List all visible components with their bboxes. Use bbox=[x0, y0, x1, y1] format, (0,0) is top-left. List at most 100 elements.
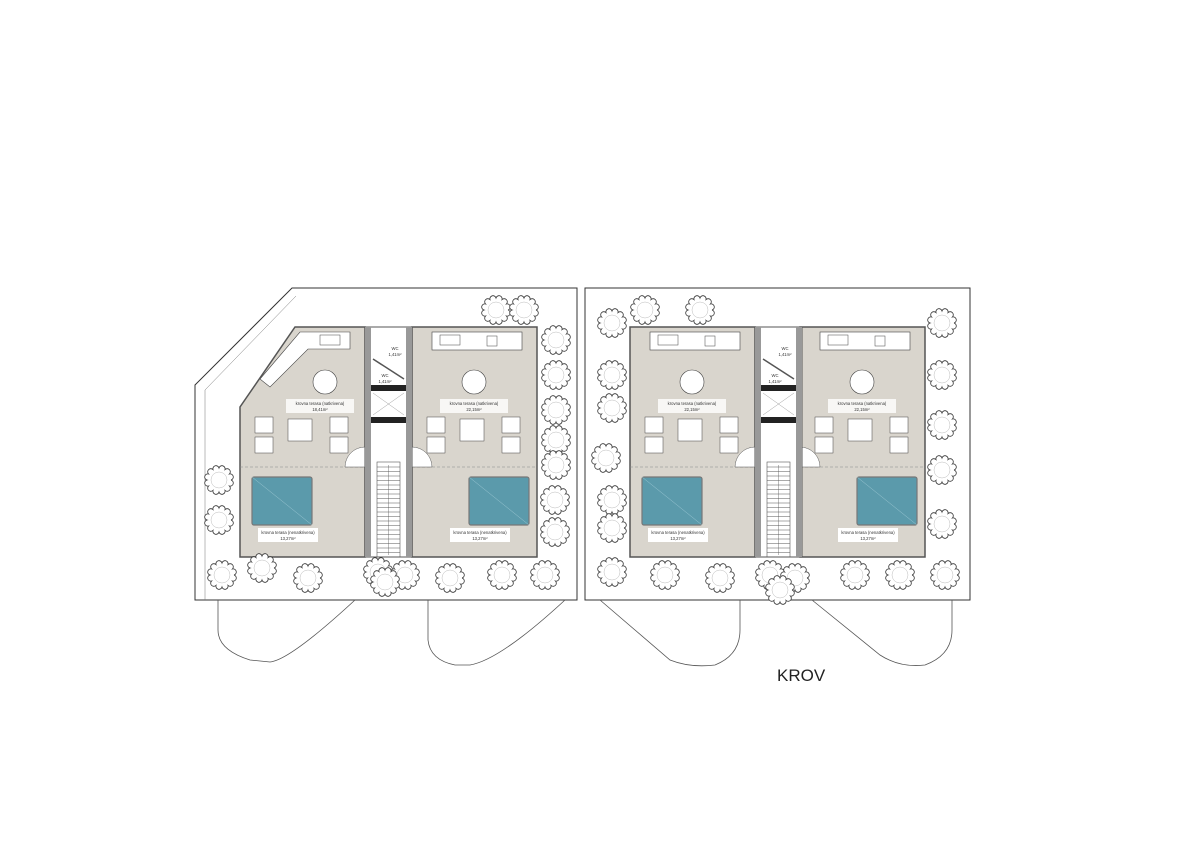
open-terrace-area: 13,27m² bbox=[472, 536, 488, 541]
lounger bbox=[719, 436, 739, 454]
door bbox=[411, 446, 433, 468]
wc-label: WC bbox=[392, 346, 399, 351]
tree-icon bbox=[927, 360, 957, 390]
trees bbox=[204, 295, 960, 605]
wc-label: WC bbox=[382, 373, 389, 378]
tree-icon bbox=[597, 513, 627, 543]
tree-icon bbox=[591, 443, 621, 473]
round-table bbox=[461, 369, 487, 395]
wc-label: WC bbox=[772, 373, 779, 378]
tree-icon bbox=[930, 560, 960, 590]
roof-terrace-unit: krovna terasa (natkrivena)22,15m²krovna … bbox=[411, 326, 538, 558]
tree-icon bbox=[705, 563, 735, 593]
tree-icon bbox=[597, 485, 627, 515]
tree-icon bbox=[885, 560, 915, 590]
tree-icon bbox=[927, 308, 957, 338]
tree-icon bbox=[435, 563, 465, 593]
tree-icon bbox=[927, 455, 957, 485]
lounger bbox=[644, 416, 664, 434]
grill-icon bbox=[319, 334, 341, 346]
lounger bbox=[814, 436, 834, 454]
roof-terrace-unit: krovna terasa (natkrivena)18,41m² krovna … bbox=[239, 326, 366, 558]
wc-area: 1,41m² bbox=[768, 379, 782, 384]
lounger bbox=[426, 436, 446, 454]
round-table bbox=[849, 369, 875, 395]
tree-icon bbox=[207, 560, 237, 590]
wc-area: 1,41m² bbox=[388, 352, 402, 357]
tree-icon bbox=[204, 505, 234, 535]
tree-icon bbox=[487, 560, 517, 590]
covered-terrace-label: krovna terasa (natkrivena) bbox=[296, 401, 345, 406]
tree-icon bbox=[481, 295, 511, 325]
lounger bbox=[501, 436, 521, 454]
roof-terrace-unit: krovna terasa (natkrivena)22,15m² krovna … bbox=[799, 326, 926, 558]
balcony-outlines bbox=[217, 599, 953, 667]
lounger bbox=[644, 436, 664, 454]
tree-icon bbox=[597, 557, 627, 587]
open-terrace-label: krovna terasa (nenatkrivena) bbox=[841, 530, 895, 535]
lounger bbox=[254, 436, 274, 454]
coffee-table bbox=[287, 418, 313, 442]
plan-title: KROV bbox=[777, 666, 826, 685]
open-terrace-label: krovna terasa (nenatkrivena) bbox=[651, 530, 705, 535]
lounger bbox=[329, 416, 349, 434]
lounger bbox=[426, 416, 446, 434]
wc-area: 1,41m² bbox=[378, 379, 392, 384]
lounger bbox=[814, 416, 834, 434]
wc-label: WC bbox=[782, 346, 789, 351]
tree-icon bbox=[541, 325, 571, 355]
tree-icon bbox=[541, 425, 571, 455]
lounger bbox=[501, 416, 521, 434]
covered-terrace-area: 22,15m² bbox=[684, 407, 700, 412]
tree-icon bbox=[540, 517, 570, 547]
tree-icon bbox=[927, 410, 957, 440]
round-table bbox=[312, 369, 338, 395]
tree-icon bbox=[765, 575, 795, 605]
building-left-edge bbox=[204, 295, 297, 600]
kitchen-counter bbox=[819, 331, 911, 351]
coffee-table bbox=[459, 418, 485, 442]
open-terrace-label: krovna terasa (nenatkrivena) bbox=[261, 530, 315, 535]
sink-icon bbox=[874, 335, 886, 347]
kitchen-counter bbox=[259, 331, 351, 388]
open-terrace-area: 13,27m² bbox=[670, 536, 686, 541]
roof-terrace-unit: krovna terasa (natkrivena)22,15m² krovna … bbox=[629, 326, 756, 558]
kitchen-counter bbox=[649, 331, 741, 351]
lounger bbox=[254, 416, 274, 434]
covered-terrace-area: 22,15m² bbox=[854, 407, 870, 412]
covered-terrace-area: 18,41m² bbox=[312, 407, 328, 412]
tree-icon bbox=[204, 465, 234, 495]
sink-icon bbox=[704, 335, 716, 347]
covered-terrace-label: krovna terasa (natkrivena) bbox=[838, 401, 887, 406]
door bbox=[799, 446, 821, 468]
tree-icon bbox=[630, 295, 660, 325]
lounger bbox=[329, 436, 349, 454]
lounger bbox=[889, 416, 909, 434]
tree-icon bbox=[541, 395, 571, 425]
tree-icon bbox=[530, 560, 560, 590]
open-terrace-area: 13,27m² bbox=[280, 536, 296, 541]
tree-icon bbox=[509, 295, 539, 325]
tree-icon bbox=[597, 393, 627, 423]
grill-icon bbox=[657, 334, 679, 346]
tree-icon bbox=[685, 295, 715, 325]
door bbox=[734, 446, 756, 468]
tree-icon bbox=[541, 360, 571, 390]
covered-terrace-label: krovna terasa (natkrivena) bbox=[668, 401, 717, 406]
tree-icon bbox=[541, 450, 571, 480]
round-table bbox=[679, 369, 705, 395]
tree-icon bbox=[927, 509, 957, 539]
tree-icon bbox=[597, 360, 627, 390]
open-terrace-area: 13,27m² bbox=[860, 536, 876, 541]
tree-icon bbox=[247, 553, 277, 583]
wc-area: 1,41m² bbox=[778, 352, 792, 357]
lounger bbox=[719, 416, 739, 434]
coffee-table bbox=[677, 418, 703, 442]
tree-icon bbox=[597, 308, 627, 338]
coffee-table bbox=[847, 418, 873, 442]
tree-icon bbox=[293, 563, 323, 593]
grill-icon bbox=[439, 334, 461, 346]
tree-icon bbox=[650, 560, 680, 590]
